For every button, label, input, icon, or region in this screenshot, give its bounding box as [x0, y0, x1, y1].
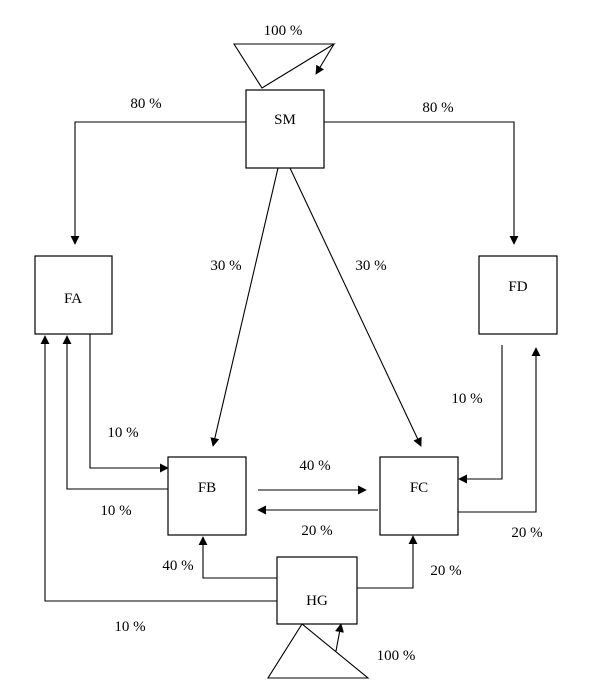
- flow-sm-to-fb: [210, 167, 279, 447]
- bottom-funnel-shape: [267, 623, 370, 679]
- flow-sm-to-fa: [70, 121, 246, 245]
- flow-fa-to-fb: [89, 333, 169, 473]
- bottom-source-label: 100 %: [377, 648, 416, 664]
- flow-hg-to-fa: [40, 335, 277, 602]
- top-funnel-shape: [232, 43, 336, 89]
- node-fd-box: [478, 255, 558, 335]
- flow-label-hg-fc: 20 %: [430, 563, 461, 579]
- node-fa-label: FA: [64, 291, 82, 307]
- node-fb-label: FB: [198, 480, 216, 496]
- flow-label-fc-fb: 20 %: [301, 523, 332, 539]
- flow-label-sm-fc: 30 %: [355, 258, 386, 274]
- flow-label-hg-fb: 40 %: [162, 558, 193, 574]
- flow-label-sm-fb: 30 %: [210, 258, 241, 274]
- flow-label-fd-fc: 10 %: [451, 391, 482, 407]
- node-fc-label: FC: [410, 480, 428, 496]
- flow-fd-to-fc: [458, 345, 503, 484]
- flow-label-fb-fa: 10 %: [100, 503, 131, 519]
- node-sm-label: SM: [274, 112, 296, 128]
- flow-hg-to-fc: [357, 535, 418, 589]
- flow-hg-to-fb: [198, 536, 277, 579]
- flow-label-fc-fd: 20 %: [511, 525, 542, 541]
- node-fc-box: [379, 456, 459, 536]
- flow-label-hg-fa: 10 %: [114, 619, 145, 635]
- node-fd-label: FD: [508, 279, 527, 295]
- flow-label-sm-fd: 80 %: [422, 100, 453, 116]
- top-source-label: 100 %: [264, 23, 303, 39]
- flow-fb-to-fa: [62, 335, 168, 490]
- flow-label-sm-fa: 80 %: [130, 96, 161, 112]
- flow-source-to-sm: [315, 43, 335, 75]
- flow-sm-to-fd: [324, 121, 519, 245]
- flow-label-fb-fc: 40 %: [299, 458, 330, 474]
- node-fa-box: [34, 255, 113, 335]
- node-hg-label: HG: [306, 593, 328, 609]
- flow-sm-to-fc: [289, 167, 422, 447]
- flow-source-to-hg: [335, 623, 344, 652]
- flow-label-fa-fb: 10 %: [107, 425, 138, 441]
- node-hg-box: [276, 556, 358, 625]
- flow-fc-to-fd: [458, 347, 541, 513]
- node-fb-box: [167, 456, 247, 536]
- node-sm-box: [245, 89, 325, 169]
